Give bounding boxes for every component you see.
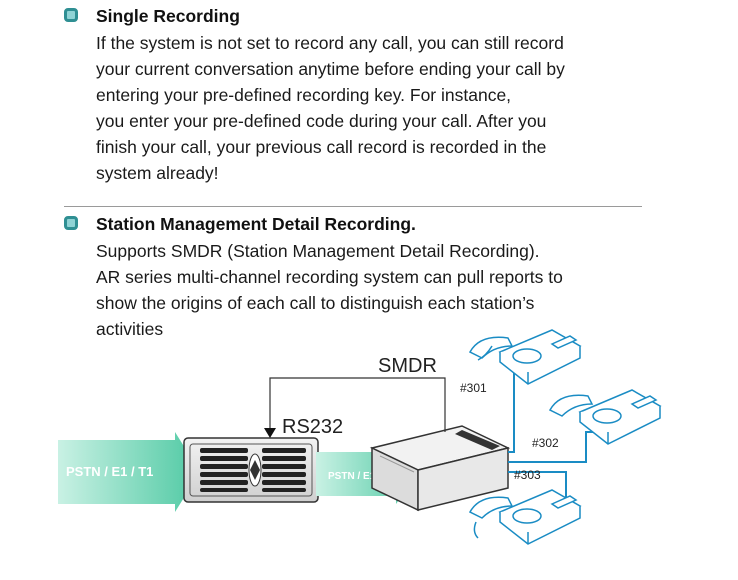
extension-301-label: #301 [460, 381, 487, 395]
rs232-label: RS232 [282, 416, 343, 438]
bullet-icon [64, 216, 78, 230]
section-body: If the system is not set to record any c… [96, 30, 565, 186]
section-heading: Station Management Detail Recording. [96, 214, 416, 234]
section-heading: Single Recording [96, 6, 240, 26]
body-line: show the origins of each call to disting… [96, 293, 535, 313]
rs232-cable [269, 377, 446, 432]
body-line: Supports SMDR (Station Management Detail… [96, 241, 540, 261]
section-single-recording: Single Recording If the system is not se… [64, 6, 654, 196]
pbx-switch [369, 425, 511, 512]
phone-301-icon [468, 329, 582, 385]
pstn-input-label: PSTN / E1 / T1 [66, 464, 153, 479]
body-line: entering your pre-defined recording key.… [96, 85, 512, 105]
extension-303-label: #303 [514, 468, 541, 482]
section-body: Supports SMDR (Station Management Detail… [96, 238, 563, 342]
extension-302-label: #302 [532, 436, 559, 450]
body-line: system already! [96, 163, 219, 183]
body-line: AR series multi-channel recording system… [96, 267, 563, 287]
body-line: If the system is not set to record any c… [96, 33, 564, 53]
body-line: you enter your pre-defined code during y… [96, 111, 547, 131]
body-line: activities [96, 319, 164, 339]
phone-303-icon [468, 489, 582, 545]
pstn-mid-label: PSTN / E1 / T1 [328, 471, 396, 482]
body-line: finish your call, your previous call rec… [96, 137, 547, 157]
smdr-label: SMDR [378, 355, 437, 377]
phone-302-icon [548, 389, 662, 445]
rs232-arrow-icon [264, 428, 276, 438]
section-smdr: Station Management Detail Recording. Sup… [64, 214, 654, 344]
section-divider [64, 206, 642, 207]
bullet-icon [64, 8, 78, 22]
body-line: your current conversation anytime before… [96, 59, 565, 79]
recorder-unit [183, 437, 319, 503]
pstn-input-arrow [58, 432, 200, 512]
